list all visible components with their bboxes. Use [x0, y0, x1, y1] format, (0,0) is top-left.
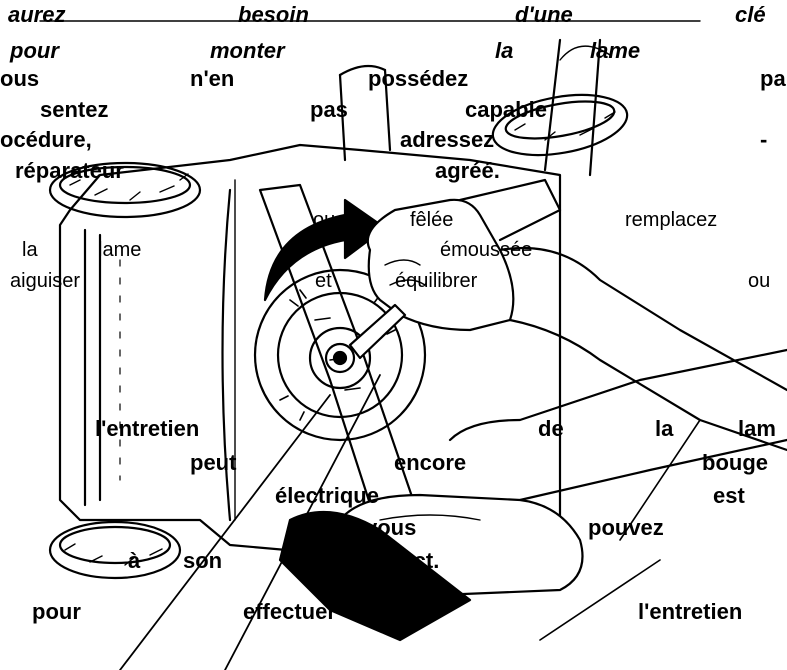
text-word: pour — [10, 38, 59, 63]
text-word: remplacez — [625, 209, 718, 231]
text-word: effectuer — [243, 599, 336, 624]
text-word: ou — [313, 209, 336, 231]
arm — [498, 246, 787, 452]
text-word: réparateur — [15, 158, 124, 183]
text-word: n'en — [190, 66, 235, 91]
wheel-bottom-left — [48, 520, 182, 580]
text-word: à — [128, 548, 141, 573]
wheel-top-right — [491, 93, 629, 157]
text-word: monter — [210, 38, 285, 63]
text-word: vous — [365, 515, 417, 540]
text-word: océdure, — [0, 127, 92, 152]
text-word: électrique — [275, 483, 379, 508]
text-word: émoussée — [440, 239, 533, 261]
wrench — [348, 303, 407, 360]
text-word: pouvez — [588, 515, 664, 540]
text-word: lame — [98, 239, 142, 261]
text-word: agréé. — [435, 158, 500, 183]
mower-handle — [338, 38, 602, 177]
text-word: adressez — [400, 127, 495, 152]
text-word: clé — [735, 2, 766, 27]
text-word: la — [655, 416, 674, 441]
rotation-arrow — [263, 198, 387, 302]
text-word: capable — [465, 97, 547, 122]
text-word: contact. — [355, 548, 440, 573]
text-word: est — [713, 483, 745, 508]
text-word: son — [183, 548, 223, 573]
text-word: la — [495, 38, 514, 63]
text-word: l'entretien — [638, 599, 743, 624]
text-word: possédez — [368, 66, 469, 91]
text-word: l'entretien — [95, 416, 200, 441]
text-word: encore — [394, 450, 467, 475]
text-word: de — [538, 416, 564, 441]
text-word: lam — [738, 416, 776, 441]
text-word: la — [22, 239, 38, 261]
text-word: besoin — [238, 2, 309, 27]
text-word: - — [760, 127, 768, 152]
text-word: fêlée — [410, 209, 454, 231]
text-word: et — [315, 270, 332, 292]
deck-shadow — [278, 510, 472, 642]
text-word: pour — [32, 599, 81, 624]
text-word: peut — [190, 450, 237, 475]
text-word: pas — [310, 97, 348, 122]
text-word: pa — [760, 66, 786, 91]
text-word: lame — [590, 38, 641, 63]
text-word: ou — [748, 270, 771, 292]
text-word: bouge — [702, 450, 768, 475]
text-word: aiguiser — [10, 270, 81, 292]
text-word: ous — [0, 66, 40, 91]
text-word: équilibrer — [395, 270, 478, 292]
text-word: sentez — [40, 97, 109, 122]
text-word: d'une — [515, 2, 573, 27]
hand — [366, 198, 515, 332]
text-word: aurez — [8, 2, 66, 27]
wheel-top-left — [48, 161, 202, 219]
